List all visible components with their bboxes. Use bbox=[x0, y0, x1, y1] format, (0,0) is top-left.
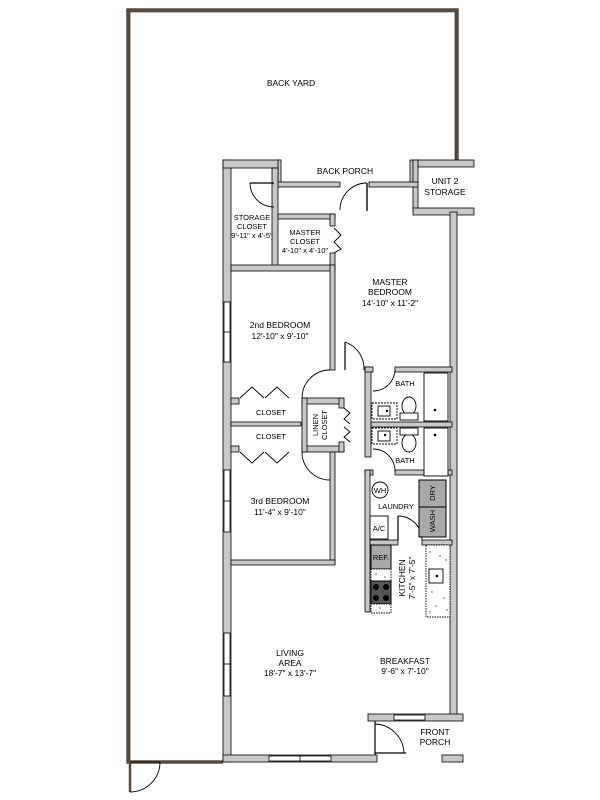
bath-b-label: BATH bbox=[395, 456, 414, 465]
svg-text:CLOSET: CLOSET bbox=[290, 237, 320, 246]
fence-gate[interactable] bbox=[128, 761, 161, 793]
svg-text:STORAGE: STORAGE bbox=[424, 187, 466, 197]
kitchen-label: KITCHEN bbox=[397, 559, 407, 596]
bedroom2-label: 2nd BEDROOM bbox=[250, 320, 310, 330]
linen-closet-bifold-door[interactable] bbox=[343, 407, 351, 443]
doors bbox=[239, 182, 423, 755]
ac-unit bbox=[369, 515, 389, 540]
back-porch-door[interactable] bbox=[339, 182, 368, 211]
svg-text:CLOSET: CLOSET bbox=[237, 222, 267, 231]
bedroom3-door[interactable] bbox=[301, 451, 331, 481]
svg-text:AREA: AREA bbox=[278, 658, 301, 668]
svg-text:14'-10" x 11'-2": 14'-10" x 11'-2" bbox=[362, 298, 418, 308]
svg-text:9'-6" x 7'-10": 9'-6" x 7'-10" bbox=[381, 666, 429, 676]
front-porch-label: FRONT bbox=[420, 727, 449, 737]
master-closet-bifold-door[interactable] bbox=[333, 227, 342, 254]
bath-fixtures bbox=[371, 372, 449, 477]
refrigerator-label: REF. bbox=[373, 553, 389, 562]
bedroom2-door[interactable] bbox=[344, 341, 365, 371]
front-door[interactable] bbox=[374, 721, 406, 755]
windows bbox=[223, 301, 426, 762]
toilet-b bbox=[401, 433, 417, 453]
bath-a-door[interactable] bbox=[372, 369, 396, 392]
bedroom3-label: 3rd BEDROOM bbox=[251, 496, 310, 506]
washer-label: WASH bbox=[428, 510, 437, 532]
master-closet-label: MASTER bbox=[289, 228, 321, 237]
unit2-storage-label: UNIT 2 bbox=[432, 176, 459, 186]
storage-closet-door[interactable] bbox=[249, 182, 275, 208]
bathtub-b bbox=[423, 427, 449, 477]
closet-a-bifold-door[interactable] bbox=[239, 386, 290, 399]
linen-closet-label: LINEN bbox=[311, 414, 320, 436]
living-area-label: LIVING bbox=[276, 648, 304, 658]
master-bedroom-label: MASTER bbox=[372, 277, 407, 287]
laundry-kitchen-fixtures bbox=[369, 479, 451, 618]
washer bbox=[418, 506, 447, 538]
storage-closet-label: STORAGE bbox=[234, 213, 271, 222]
svg-text:BEDROOM: BEDROOM bbox=[368, 287, 412, 297]
stove bbox=[370, 580, 392, 605]
master-bedroom-door[interactable] bbox=[301, 369, 331, 399]
water-heater-label: WH bbox=[374, 486, 387, 495]
svg-text:18'-7" x 13'-7": 18'-7" x 13'-7" bbox=[264, 668, 316, 678]
water-heater bbox=[371, 481, 389, 499]
breakfast-label: BREAKFAST bbox=[380, 656, 430, 666]
svg-text:11'-4" x 9'-10": 11'-4" x 9'-10" bbox=[254, 507, 306, 517]
back-yard-label: BACK YARD bbox=[267, 78, 315, 88]
ac-label: A/C bbox=[373, 524, 386, 533]
svg-text:7'-5" x 7'-5": 7'-5" x 7'-5" bbox=[407, 557, 417, 600]
dryer-label: DRY bbox=[428, 485, 437, 501]
bathtub-a bbox=[423, 372, 449, 422]
labels: BACK YARD BACK PORCH UNIT 2 STORAGE STOR… bbox=[231, 78, 466, 747]
svg-text:CLOSET: CLOSET bbox=[320, 410, 329, 440]
bath-b-door[interactable] bbox=[372, 448, 396, 473]
closet-b-bifold-door[interactable] bbox=[239, 451, 290, 464]
bath-a-label: BATH bbox=[395, 379, 414, 388]
svg-text:PORCH: PORCH bbox=[420, 737, 451, 747]
closet-a-label: CLOSET bbox=[256, 408, 286, 417]
closet-b-label: CLOSET bbox=[256, 432, 286, 441]
svg-text:4'-10" x 4'-10": 4'-10" x 4'-10" bbox=[282, 246, 328, 255]
laundry-label: LAUNDRY bbox=[378, 502, 414, 511]
back-porch-label: BACK PORCH bbox=[317, 166, 373, 176]
svg-text:12'-10" x 9'-10": 12'-10" x 9'-10" bbox=[251, 331, 308, 341]
svg-text:9'-11" x 4'-5": 9'-11" x 4'-5" bbox=[231, 231, 273, 240]
dryer bbox=[418, 479, 447, 508]
laundry-door[interactable] bbox=[397, 515, 423, 541]
toilet-a bbox=[401, 396, 417, 416]
